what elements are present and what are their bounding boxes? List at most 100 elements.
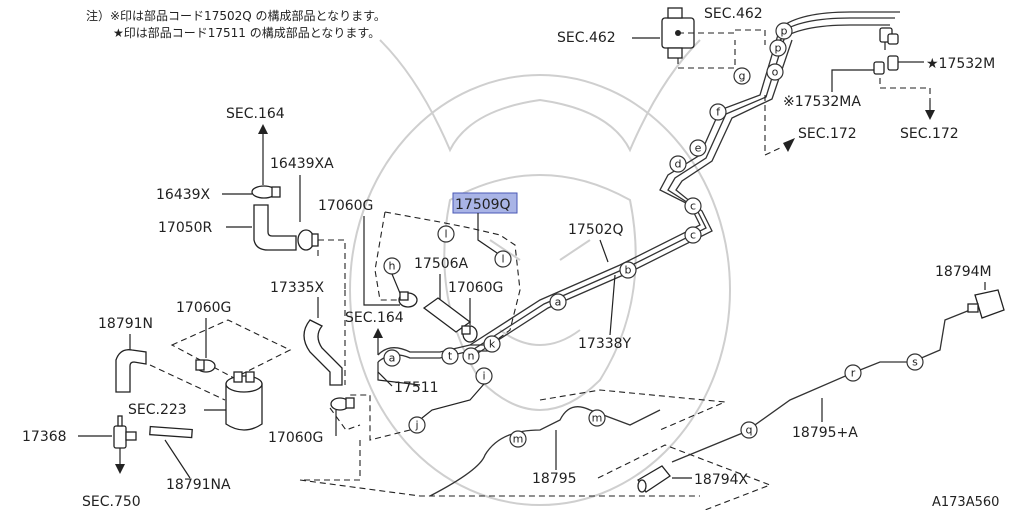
svg-text:l: l: [501, 253, 504, 266]
connector-18794x: [637, 465, 671, 493]
label-16439xa: 16439XA: [270, 156, 334, 172]
fitting-17368: [113, 415, 137, 449]
leader-17060g-a: [363, 216, 400, 306]
leader-17338y: [609, 274, 616, 336]
svg-text:k: k: [489, 338, 496, 351]
fitting-clip-17532m: [873, 55, 908, 75]
bubble-m1: m: [509, 430, 527, 448]
label-17335x: 17335X: [270, 280, 325, 296]
leader-17532ma: [831, 69, 874, 92]
dashed-route-18795: [539, 389, 726, 431]
bubble-s: s: [906, 353, 924, 371]
label-sec164-mid: SEC.164: [345, 310, 404, 326]
arrow-sec164-top-head: [258, 124, 268, 134]
tube-17511-a: [377, 344, 490, 356]
svg-text:j: j: [414, 419, 418, 432]
svg-text:r: r: [851, 367, 856, 380]
bubble-o: o: [766, 63, 784, 81]
bubble-h: h: [383, 257, 401, 275]
arrow-sec750-head: [115, 464, 125, 474]
bubble-d: d: [669, 155, 687, 173]
label-sec462-top: SEC.462: [704, 6, 763, 22]
label-sec172-mid: SEC.172: [798, 126, 857, 142]
bubble-j: j: [408, 416, 426, 434]
dashed-route-upper-left: [318, 239, 346, 290]
tube-17511-down: [377, 362, 421, 386]
arrow-sec172-right-head: [925, 110, 935, 120]
bubble-t: t: [441, 347, 459, 365]
svg-text:l: l: [444, 228, 447, 241]
label-17532ma: ※17532MA: [783, 94, 861, 110]
dashed-route-canister: [149, 364, 226, 401]
bubble-m2: m: [588, 409, 606, 427]
hose-clamp-16439x: [251, 185, 281, 199]
label-18795a: 18795+A: [792, 425, 858, 441]
leader-18791na: [164, 439, 191, 479]
bubble-f: f: [709, 103, 727, 121]
bubble-a: a: [549, 293, 567, 311]
figure-code: A173A560: [932, 495, 999, 510]
bubble-l2: l: [494, 250, 512, 268]
hose-17050r: [253, 204, 297, 251]
hose-clamp-upper: [398, 291, 418, 308]
bubble-c1: c: [684, 197, 702, 215]
watermark-emblem: [349, 39, 731, 506]
label-17050r: 17050R: [158, 220, 213, 236]
label-17338y: 17338Y: [578, 336, 632, 352]
canister-sec223: [225, 371, 263, 431]
svg-text:b: b: [625, 264, 632, 277]
fitting-clip-top-right: [879, 27, 899, 50]
bubble-l1: l: [437, 225, 455, 243]
svg-text:p: p: [781, 25, 788, 38]
svg-text:o: o: [772, 66, 779, 79]
dashed-outline-17509q: [384, 211, 521, 346]
tube-18795a: [671, 309, 971, 463]
arrow-sec172-mid-head: [783, 138, 795, 152]
leader-17502q: [599, 239, 609, 263]
note-line-2: ★印は部品コード17511 の構成部品となります。: [113, 25, 380, 40]
dashed-clip-lower: [329, 407, 361, 431]
label-17506a: 17506A: [414, 256, 469, 272]
label-sec750: SEC.750: [82, 494, 141, 510]
label-18794x: 18794X: [694, 472, 749, 488]
hose-17335x: [303, 319, 343, 386]
svg-text:n: n: [468, 350, 475, 363]
svg-text:c: c: [690, 200, 696, 213]
label-18791n: 18791N: [98, 316, 153, 332]
svg-text:c: c: [690, 229, 696, 242]
svg-text:f: f: [716, 106, 721, 119]
tube-lower-j: [421, 383, 485, 419]
arrow-sec164-mid-head: [373, 328, 383, 338]
bubble-g: g: [733, 67, 751, 85]
svg-text:m: m: [513, 433, 524, 446]
hose-clamp-17060g-c: [195, 359, 216, 373]
svg-text:i: i: [482, 370, 485, 383]
label-17509q: 17509Q: [455, 197, 511, 213]
label-17511: 17511: [394, 380, 439, 396]
dashed-outline-left: [374, 211, 400, 301]
label-17502q: 17502Q: [568, 222, 624, 238]
label-18794m: 18794M: [935, 264, 992, 280]
hose-18791na: [149, 425, 193, 439]
label-sec164-top: SEC.164: [226, 106, 285, 122]
svg-text:g: g: [739, 70, 746, 83]
upper-fuel-lines: [469, 11, 900, 354]
bubble-c2: c: [684, 226, 702, 244]
svg-text:s: s: [912, 356, 918, 369]
svg-text:q: q: [746, 424, 753, 437]
leader-17509q: [477, 213, 501, 256]
svg-text:e: e: [695, 142, 702, 155]
bubble-e: e: [689, 139, 707, 157]
svg-text:t: t: [448, 350, 453, 363]
bubble-k: k: [483, 335, 501, 353]
hose-18791n: [115, 349, 147, 393]
bubble-p2: p: [769, 39, 787, 57]
dashed-leader-sec172-right: [879, 78, 931, 100]
bubble-p1: p: [775, 22, 793, 40]
label-17368: 17368: [22, 429, 67, 445]
hose-clamp-17060g-b: [461, 325, 478, 343]
label-18795: 18795: [532, 471, 577, 487]
dashed-leader-sec172-mid: [764, 95, 781, 156]
label-17060g-a: 17060G: [318, 198, 373, 214]
highlight-17509q: [452, 192, 518, 214]
